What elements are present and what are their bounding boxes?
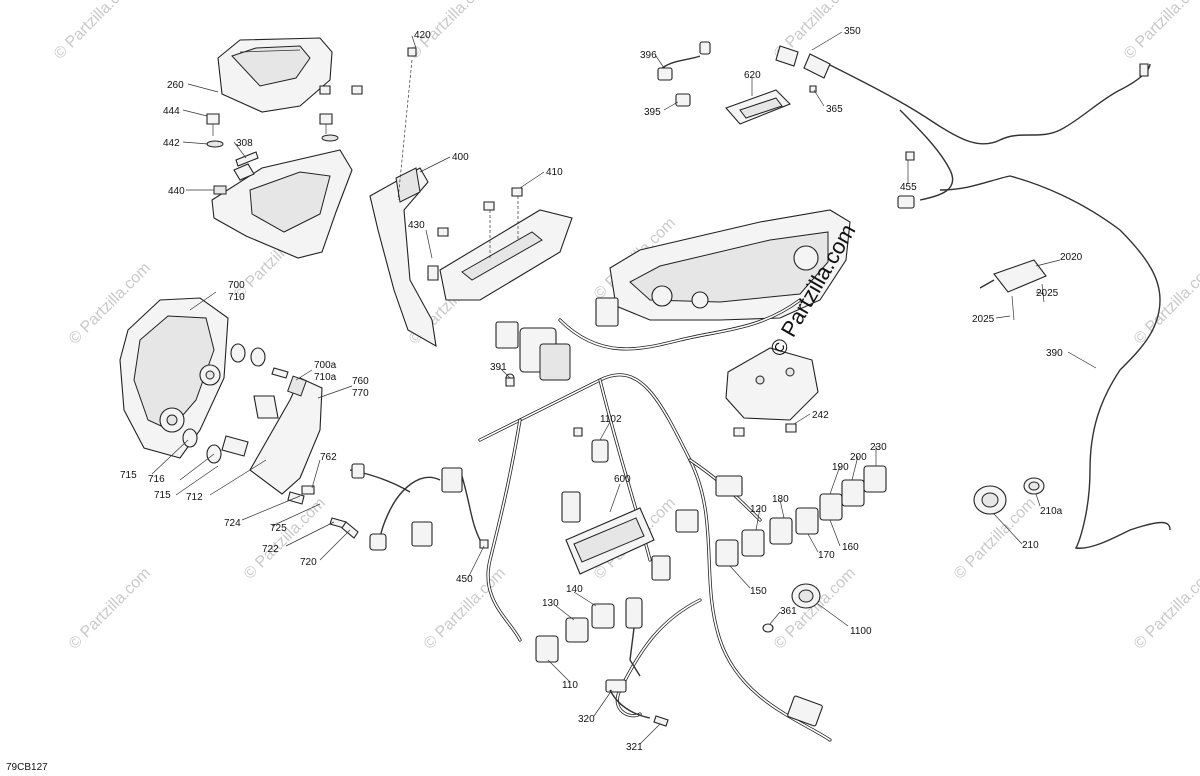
watermark: © Partzilla.com [66, 565, 154, 653]
callout-391: 391 [490, 362, 507, 373]
callout-716: 716 [148, 474, 165, 485]
callout-715: 715 [154, 490, 171, 501]
callout-410: 410 [546, 167, 563, 178]
callout-710a: 710a [314, 372, 337, 383]
callout-230: 230 [870, 442, 887, 453]
part-callouts: 260 444 442 308 440 420 400 410 430 700 … [120, 26, 1083, 753]
callout-308: 308 [236, 138, 253, 149]
gauge-housing [609, 209, 851, 321]
callout-260: 260 [167, 80, 184, 91]
callout-722: 722 [262, 544, 279, 555]
callout-390: 390 [1046, 348, 1063, 359]
callout-710: 710 [228, 292, 245, 303]
callout-762: 762 [320, 452, 337, 463]
callout-725: 725 [270, 523, 287, 534]
switch-bank [715, 465, 887, 567]
ecu-600 [565, 507, 655, 575]
switches-110-130-140 [535, 597, 669, 727]
callout-420: 420 [414, 30, 431, 41]
bracket-400 [369, 47, 437, 348]
callout-715: 715 [120, 470, 137, 481]
socket-1100 [762, 583, 821, 633]
fasteners-misc [479, 151, 915, 549]
callout-600: 600 [614, 474, 631, 485]
callout-1102: 1102 [600, 414, 622, 425]
panel-242 [725, 347, 819, 437]
callout-190: 190 [832, 462, 849, 473]
callout-724: 724 [224, 518, 241, 529]
headlight-700 [119, 297, 229, 459]
callout-2025: 2025 [1036, 288, 1059, 299]
bracket-440 [211, 149, 353, 259]
callout-455: 455 [900, 182, 917, 193]
diagram-code: 79CB127 [6, 762, 48, 773]
callout-720: 720 [300, 557, 317, 568]
callout-430: 430 [408, 220, 425, 231]
headlight-bracket-760 [221, 375, 359, 539]
callout-242: 242 [812, 410, 829, 421]
harness-396-395 [657, 41, 711, 107]
module-620 [725, 89, 791, 125]
bracket-410 [427, 187, 573, 301]
callout-160: 160 [842, 542, 859, 553]
callout-400: 400 [452, 152, 469, 163]
callout-712: 712 [186, 492, 203, 503]
callout-150: 150 [750, 586, 767, 597]
watermark: © Partzilla.com [1131, 565, 1200, 653]
callout-620: 620 [744, 70, 761, 81]
watermark: © Partzilla.com [1121, 0, 1200, 63]
callout-442: 442 [163, 138, 180, 149]
leader-lines [151, 31, 1097, 745]
callout-440: 440 [168, 186, 185, 197]
callout-760: 760 [352, 376, 369, 387]
callout-321: 321 [626, 742, 643, 753]
callout-395: 395 [644, 107, 661, 118]
callout-2020: 2020 [1060, 252, 1083, 263]
callout-450: 450 [456, 574, 473, 585]
screws-444 [206, 85, 363, 167]
switch-210 [973, 477, 1045, 515]
callout-396: 396 [640, 50, 657, 61]
callout-350: 350 [844, 26, 861, 37]
cover-260 [217, 37, 333, 113]
callout-210a: 210a [1040, 506, 1063, 517]
harness-connectors [351, 297, 823, 727]
callout-320: 320 [578, 714, 595, 725]
callout-210: 210 [1022, 540, 1039, 551]
module-2020 [979, 259, 1047, 321]
callout-2025: 2025 [972, 314, 995, 325]
watermark: © Partzilla.com [51, 0, 139, 63]
callout-200: 200 [850, 452, 867, 463]
upper-right-harness [775, 45, 1171, 549]
callout-770: 770 [352, 388, 369, 399]
callout-1100: 1100 [850, 626, 872, 637]
callout-700: 700 [228, 280, 245, 291]
callout-180: 180 [772, 494, 789, 505]
watermark: © Partzilla.com [241, 495, 329, 583]
callout-170: 170 [818, 550, 835, 561]
callout-110: 110 [562, 680, 578, 691]
watermark: © Partzilla.com [1131, 260, 1200, 348]
callout-130: 130 [542, 598, 559, 609]
callout-140: 140 [566, 584, 583, 595]
callout-361: 361 [780, 606, 797, 617]
callout-700a: 700a [314, 360, 337, 371]
callout-120: 120 [750, 504, 767, 515]
callout-444: 444 [163, 106, 180, 117]
callout-365: 365 [826, 104, 843, 115]
